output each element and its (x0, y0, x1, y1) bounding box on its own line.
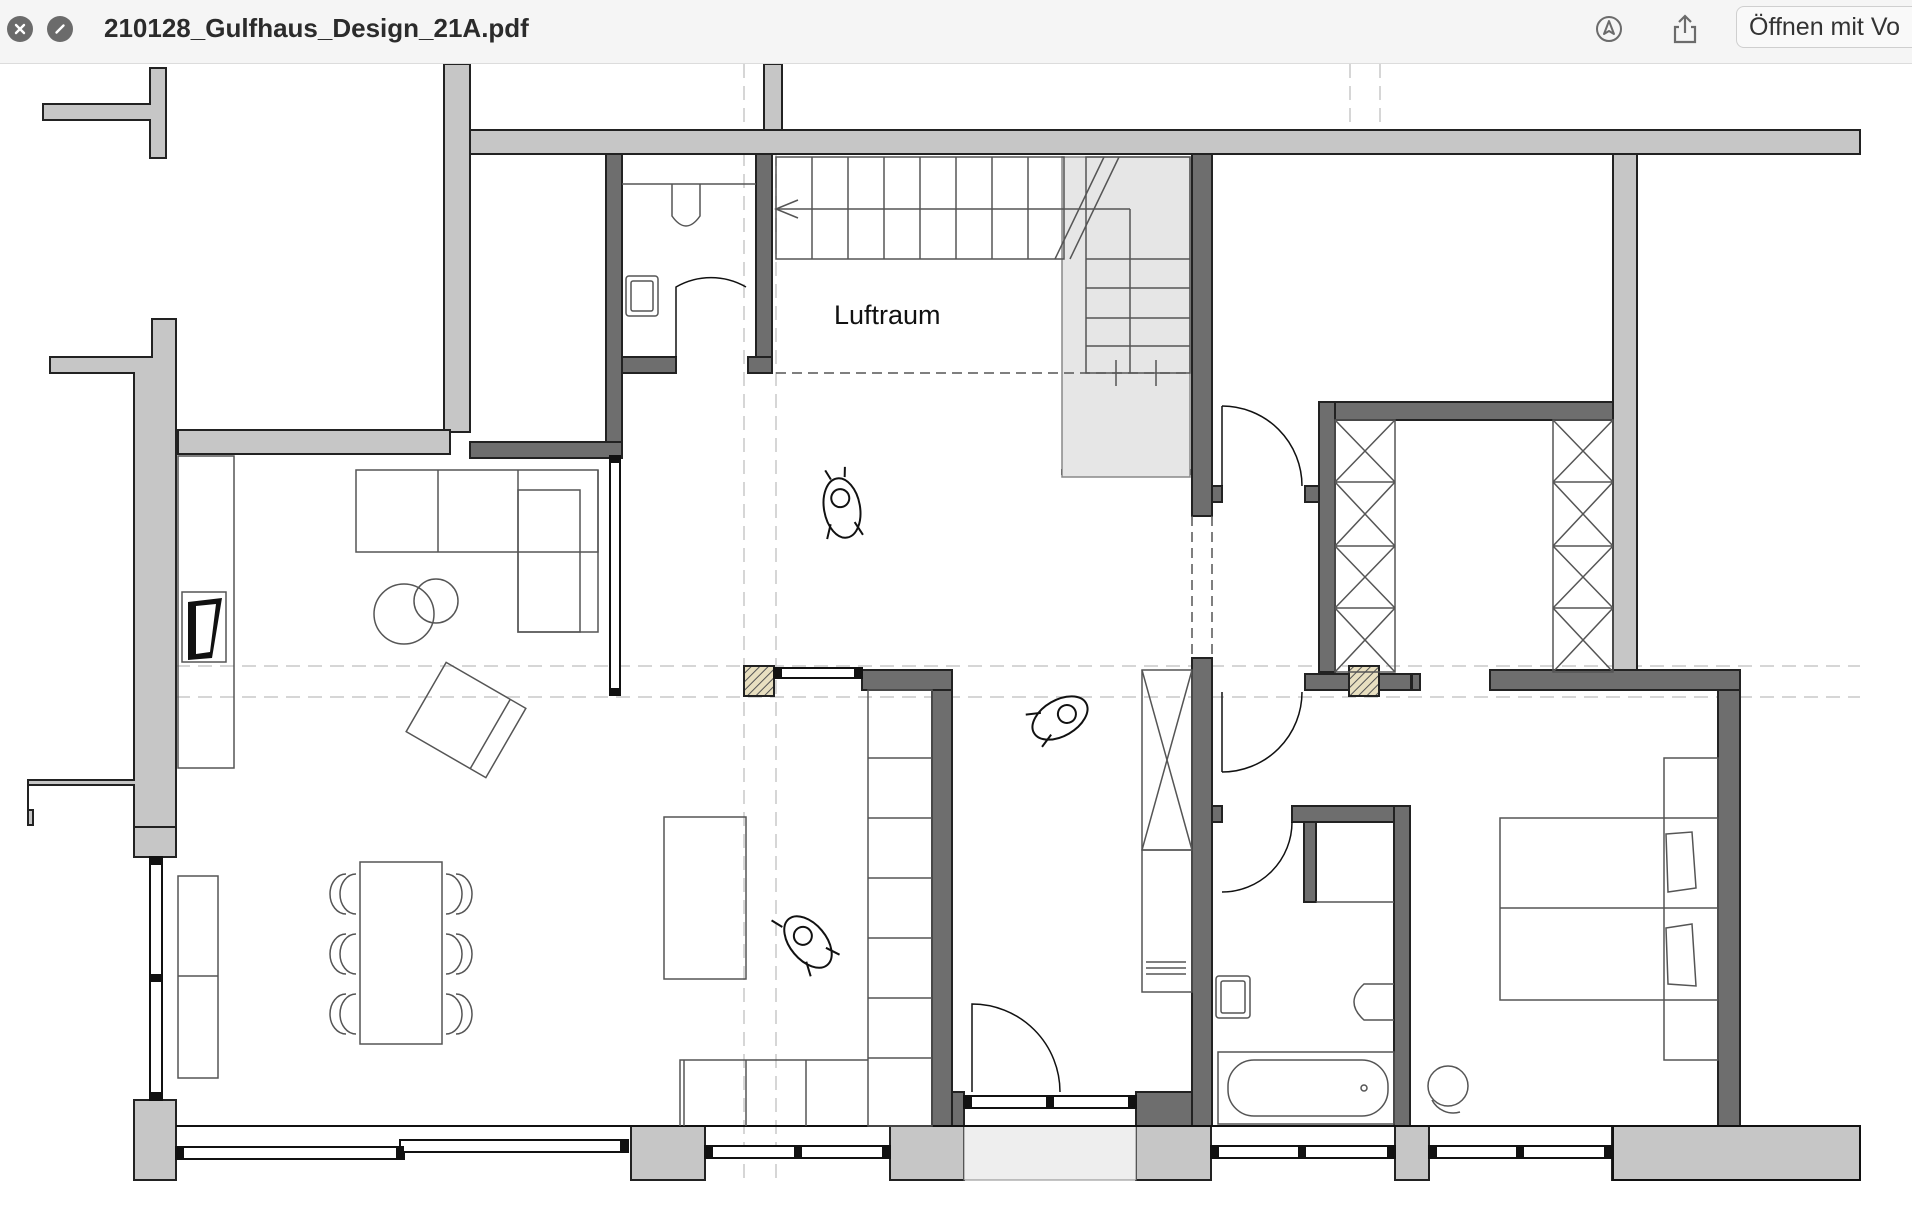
walls-new (469, 153, 1741, 1127)
open-with-button[interactable]: Öffnen mit Vo (1736, 6, 1912, 48)
disabled-circle-icon[interactable] (47, 16, 73, 42)
stair (774, 156, 1191, 386)
corridor-elements (971, 405, 1303, 1093)
close-icon[interactable] (7, 16, 33, 42)
living-furniture (177, 455, 933, 1127)
room-label-luftraum: Luftraum (834, 300, 941, 330)
markup-pen-icon[interactable] (1590, 10, 1628, 48)
window-titlebar: 210128_Gulfhaus_Design_21A.pdf Öffnen mi… (0, 0, 1912, 64)
walls-existing (27, 64, 1861, 1181)
wc-upper (622, 183, 756, 357)
bedroom (1427, 757, 1719, 1114)
bathroom (1215, 901, 1395, 1125)
floor-plan-drawing: Luftraum (27, 64, 1861, 1181)
share-icon[interactable] (1666, 10, 1704, 48)
person-figures (771, 466, 1089, 977)
closets (1334, 419, 1614, 673)
pdf-page: Luftraum (0, 64, 1912, 1214)
document-title: 210128_Gulfhaus_Design_21A.pdf (104, 13, 529, 43)
